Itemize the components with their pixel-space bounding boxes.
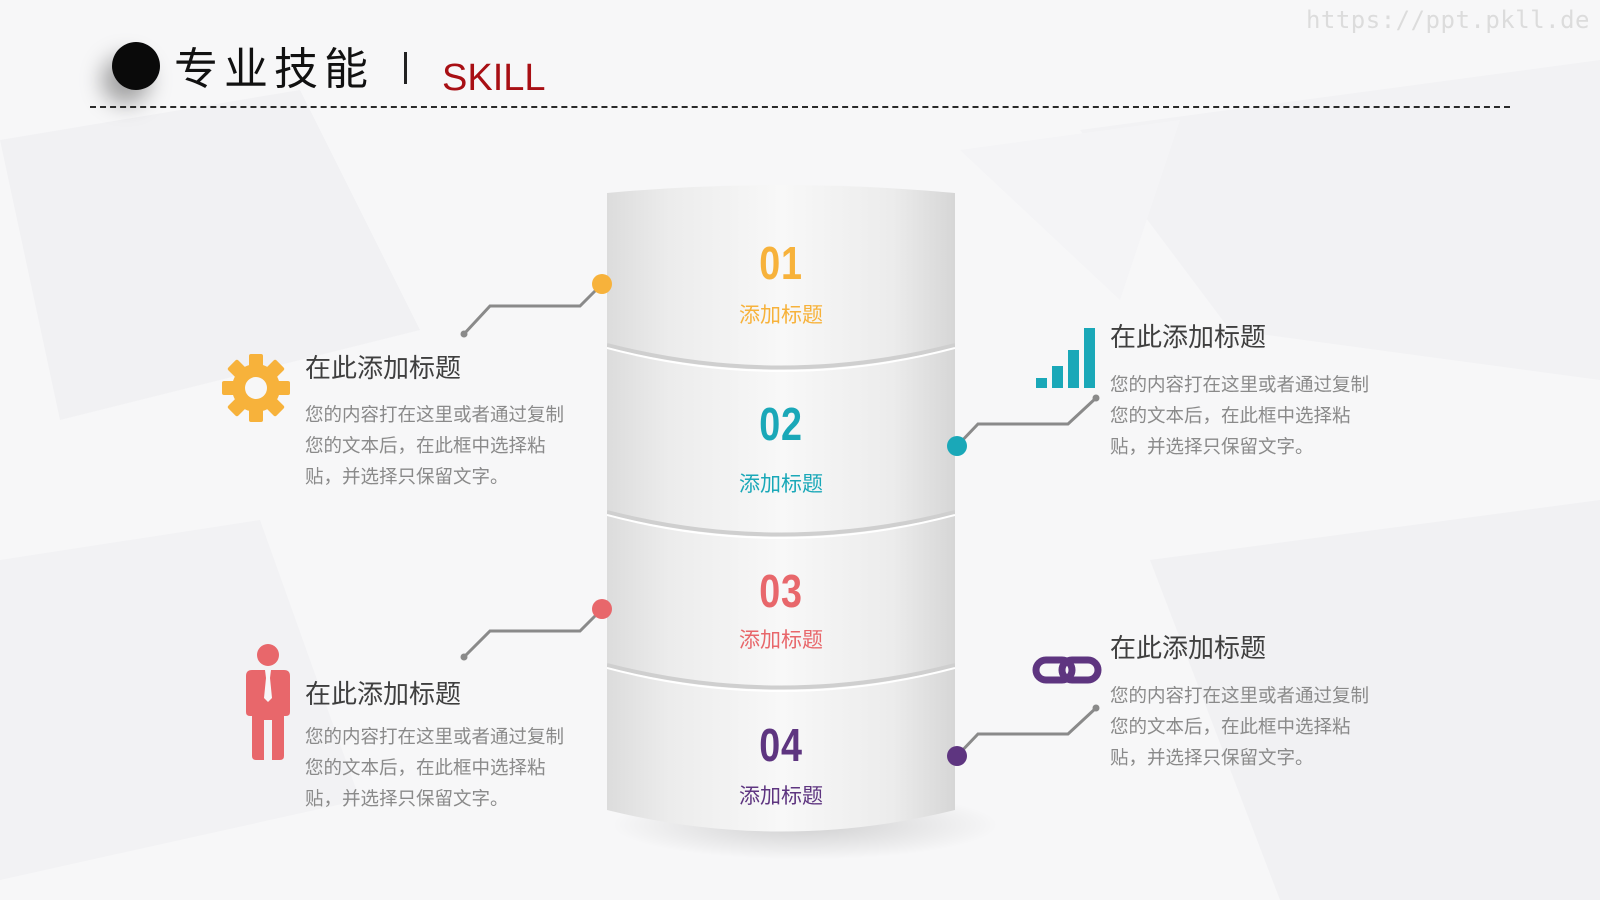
connector-3	[462, 607, 604, 659]
cylinder	[607, 185, 955, 832]
item-title-4: 在此添加标题	[1110, 634, 1267, 664]
item-title-1: 在此添加标题	[305, 354, 462, 384]
gear-icon	[222, 354, 290, 422]
item-desc-4: 您的内容打在这里或者通过复制您的文本后，在此框中选择粘贴，并选择只保留文字。	[1110, 686, 1370, 769]
segment-label-1: 添加标题	[739, 303, 823, 327]
title-divider	[90, 106, 1510, 108]
item-desc-1: 您的内容打在这里或者通过复制您的文本后，在此框中选择粘贴，并选择只保留文字。	[305, 405, 565, 488]
segment-number-1: 01	[759, 237, 803, 289]
item-desc-2: 您的内容打在这里或者通过复制您的文本后，在此框中选择粘贴，并选择只保留文字。	[1110, 375, 1370, 458]
page-title-english: SKILL	[442, 57, 546, 99]
cylinder-ring-2	[607, 510, 955, 537]
connector-dot-4	[947, 746, 967, 766]
connector-4	[955, 706, 1098, 758]
watermark-text: https://ppt.pkll.de	[1305, 6, 1590, 34]
connector-endpoint-3	[460, 653, 468, 661]
connector-2	[955, 396, 1098, 448]
segment-label-4: 添加标题	[739, 784, 823, 808]
bar-chart-icon	[1036, 328, 1095, 388]
segment-number-4: 04	[759, 719, 803, 771]
connector-dot-1	[592, 274, 612, 294]
segment-number-2: 02	[759, 398, 803, 450]
item-title-2: 在此添加标题	[1110, 323, 1267, 353]
person-icon	[246, 644, 290, 760]
segment-number-3: 03	[759, 565, 803, 617]
cylinder-ring-3	[607, 663, 955, 690]
connector-endpoint-4	[1092, 704, 1100, 712]
connector-dot-3	[592, 599, 612, 619]
cylinder-ring-1	[607, 343, 955, 370]
item-title-3: 在此添加标题	[305, 680, 462, 710]
page-title: 专业技能	[174, 44, 374, 95]
title-dot	[112, 42, 160, 90]
connector-endpoint-1	[460, 330, 468, 338]
segment-label-3: 添加标题	[739, 628, 823, 652]
connector-dot-2	[947, 436, 967, 456]
title-separator	[404, 52, 407, 84]
connector-endpoint-2	[1092, 394, 1100, 402]
connector-1	[462, 282, 604, 336]
link-icon	[1032, 656, 1102, 684]
item-desc-3: 您的内容打在这里或者通过复制您的文本后，在此框中选择粘贴，并选择只保留文字。	[305, 727, 565, 810]
segment-label-2: 添加标题	[739, 472, 823, 496]
